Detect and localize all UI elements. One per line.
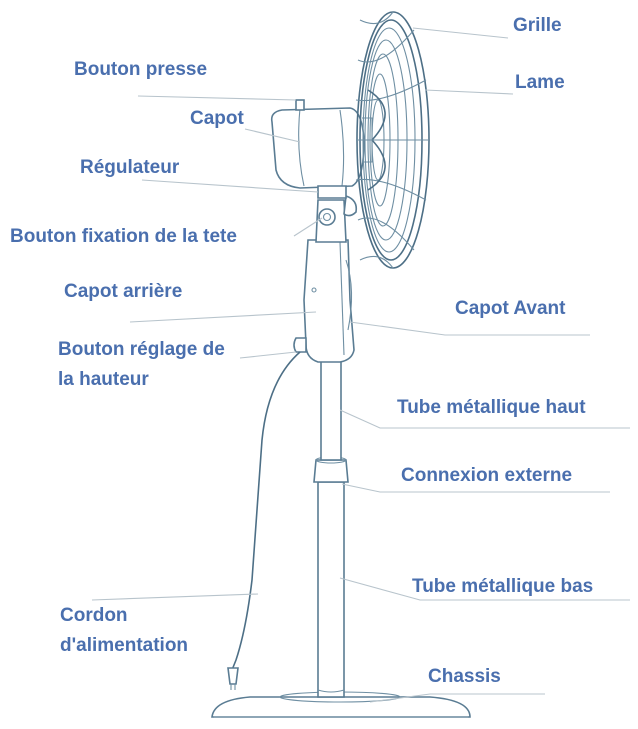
label-cordon-line1: Cordon	[60, 605, 128, 627]
lower-tube	[318, 482, 344, 697]
label-tube-bas: Tube métallique bas	[412, 576, 593, 598]
label-regulateur: Régulateur	[80, 157, 179, 179]
body-housing	[294, 240, 354, 362]
neck	[316, 196, 356, 242]
label-bouton-fixation: Bouton fixation de la tete	[10, 226, 237, 248]
label-bouton-reglage-line2: la hauteur	[58, 369, 149, 391]
power-cord	[228, 352, 300, 690]
label-lame: Lame	[515, 72, 565, 94]
label-connexion-externe: Connexion externe	[401, 465, 572, 487]
label-capot: Capot	[190, 108, 244, 130]
label-bouton-reglage-line1: Bouton réglage de	[58, 339, 225, 361]
label-bouton-presse: Bouton presse	[74, 59, 207, 81]
label-tube-haut: Tube métallique haut	[397, 397, 586, 419]
motor-cover	[272, 100, 364, 198]
label-capot-arriere: Capot arrière	[64, 281, 182, 303]
label-cordon-line2: d'alimentation	[60, 635, 188, 657]
label-capot-avant: Capot Avant	[455, 298, 565, 320]
upper-tube	[321, 355, 341, 460]
label-grille: Grille	[513, 15, 562, 37]
label-chassis: Chassis	[428, 666, 501, 688]
fan-cage	[356, 12, 429, 268]
